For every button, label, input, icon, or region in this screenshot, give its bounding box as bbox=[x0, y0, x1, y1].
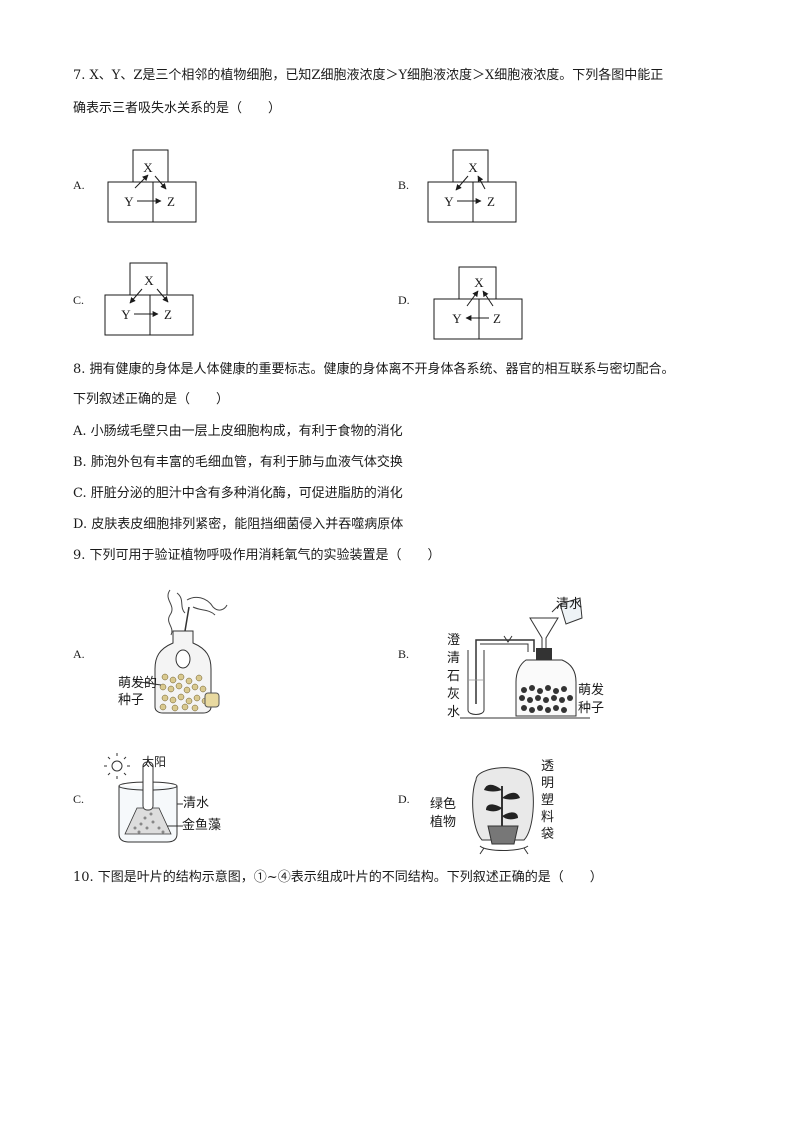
q8-option-b[interactable]: B. 肺泡外包有丰富的毛细血管，有利于肺与血液气体交换 bbox=[73, 455, 403, 470]
q9-option-b-label[interactable]: B. bbox=[398, 647, 410, 661]
q9-c-water-label: 清水 bbox=[183, 796, 210, 811]
q7-option-a-diagram: X Y Z bbox=[107, 149, 197, 223]
q9-option-c-label[interactable]: C. bbox=[73, 792, 85, 806]
q7-option-b-label[interactable]: B. bbox=[398, 178, 410, 192]
q8-option-d[interactable]: D. 皮肤表皮细胞排列紧密，能阻挡细菌侵入并吞噬病原体 bbox=[73, 517, 404, 532]
q9-d-plant-label-1: 绿色 bbox=[430, 797, 457, 812]
q7-a-cell-x: X bbox=[143, 160, 153, 175]
q7-c-cell-z: Z bbox=[164, 307, 172, 322]
q9-c-plant-label: 金鱼藻 bbox=[182, 818, 222, 833]
q7-stem-line1: 7. X、Y、Z是三个相邻的植物细胞，已知Z细胞液浓度＞Y细胞液浓度＞X细胞液浓… bbox=[73, 68, 664, 83]
q9-d-plant-label-2: 植物 bbox=[430, 815, 457, 830]
q7-option-a-label[interactable]: A. bbox=[73, 178, 85, 192]
q7-d-cell-x: X bbox=[474, 275, 484, 290]
q9-b-water-label: 清水 bbox=[556, 597, 583, 612]
q9-b-limewater-label: 澄 清 石 灰 水 bbox=[447, 633, 461, 720]
q7-option-c-diagram: X Y Z bbox=[104, 262, 194, 336]
q9-option-b-figure bbox=[460, 597, 590, 719]
q7-d-cell-y: Y bbox=[452, 311, 462, 326]
q9-b-seeds-label-2: 种子 bbox=[578, 701, 605, 716]
q7-b-cell-y: Y bbox=[444, 194, 454, 209]
q9-option-d-figure bbox=[472, 767, 534, 855]
q7-c-cell-y: Y bbox=[121, 307, 131, 322]
q7-b-cell-x: X bbox=[468, 160, 478, 175]
q7-b-cell-z: Z bbox=[487, 194, 495, 209]
q7-a-cell-y: Y bbox=[124, 194, 134, 209]
q7-option-d-diagram: X Y Z bbox=[433, 266, 523, 340]
q9-d-bag-label: 透 明 塑 料 袋 bbox=[541, 759, 555, 842]
q9-stem: 9. 下列可用于验证植物呼吸作用消耗氧气的实验装置是（ ） bbox=[73, 548, 441, 563]
q7-a-cell-z: Z bbox=[167, 194, 175, 209]
q8-option-c[interactable]: C. 肝脏分泌的胆汁中含有多种消化酶，可促进脂肪的消化 bbox=[73, 486, 403, 501]
q9-option-a-figure bbox=[132, 589, 228, 714]
q8-stem-line2: 下列叙述正确的是（ ） bbox=[73, 392, 230, 407]
q7-option-b-diagram: X Y Z bbox=[427, 149, 517, 223]
q9-option-a-label[interactable]: A. bbox=[73, 647, 85, 661]
q7-option-d-label[interactable]: D. bbox=[398, 293, 410, 307]
q9-c-sun-label: 太阳 bbox=[142, 755, 167, 769]
q9-b-seeds-label-1: 萌发 bbox=[578, 683, 605, 698]
q9-a-seeds-label-2: 种子 bbox=[118, 693, 145, 708]
q9-option-c-figure bbox=[104, 753, 183, 843]
q7-d-cell-z: Z bbox=[493, 311, 501, 326]
q7-stem-line2: 确表示三者吸失水关系的是（ ） bbox=[73, 101, 282, 116]
q7-option-c-label[interactable]: C. bbox=[73, 293, 85, 307]
q7-c-cell-x: X bbox=[144, 273, 154, 288]
q9-a-seeds-label-1: 萌发的 bbox=[118, 676, 158, 691]
q9-option-d-label[interactable]: D. bbox=[398, 792, 410, 806]
q8-option-a[interactable]: A. 小肠绒毛壁只由一层上皮细胞构成，有利于食物的消化 bbox=[73, 424, 403, 439]
q8-stem-line1: 8. 拥有健康的身体是人体健康的重要标志。健康的身体离不开身体各系统、器官的相互… bbox=[73, 362, 675, 377]
q10-stem: 10. 下图是叶片的结构示意图，①~④表示组成叶片的不同结构。下列叙述正确的是（… bbox=[73, 870, 603, 885]
